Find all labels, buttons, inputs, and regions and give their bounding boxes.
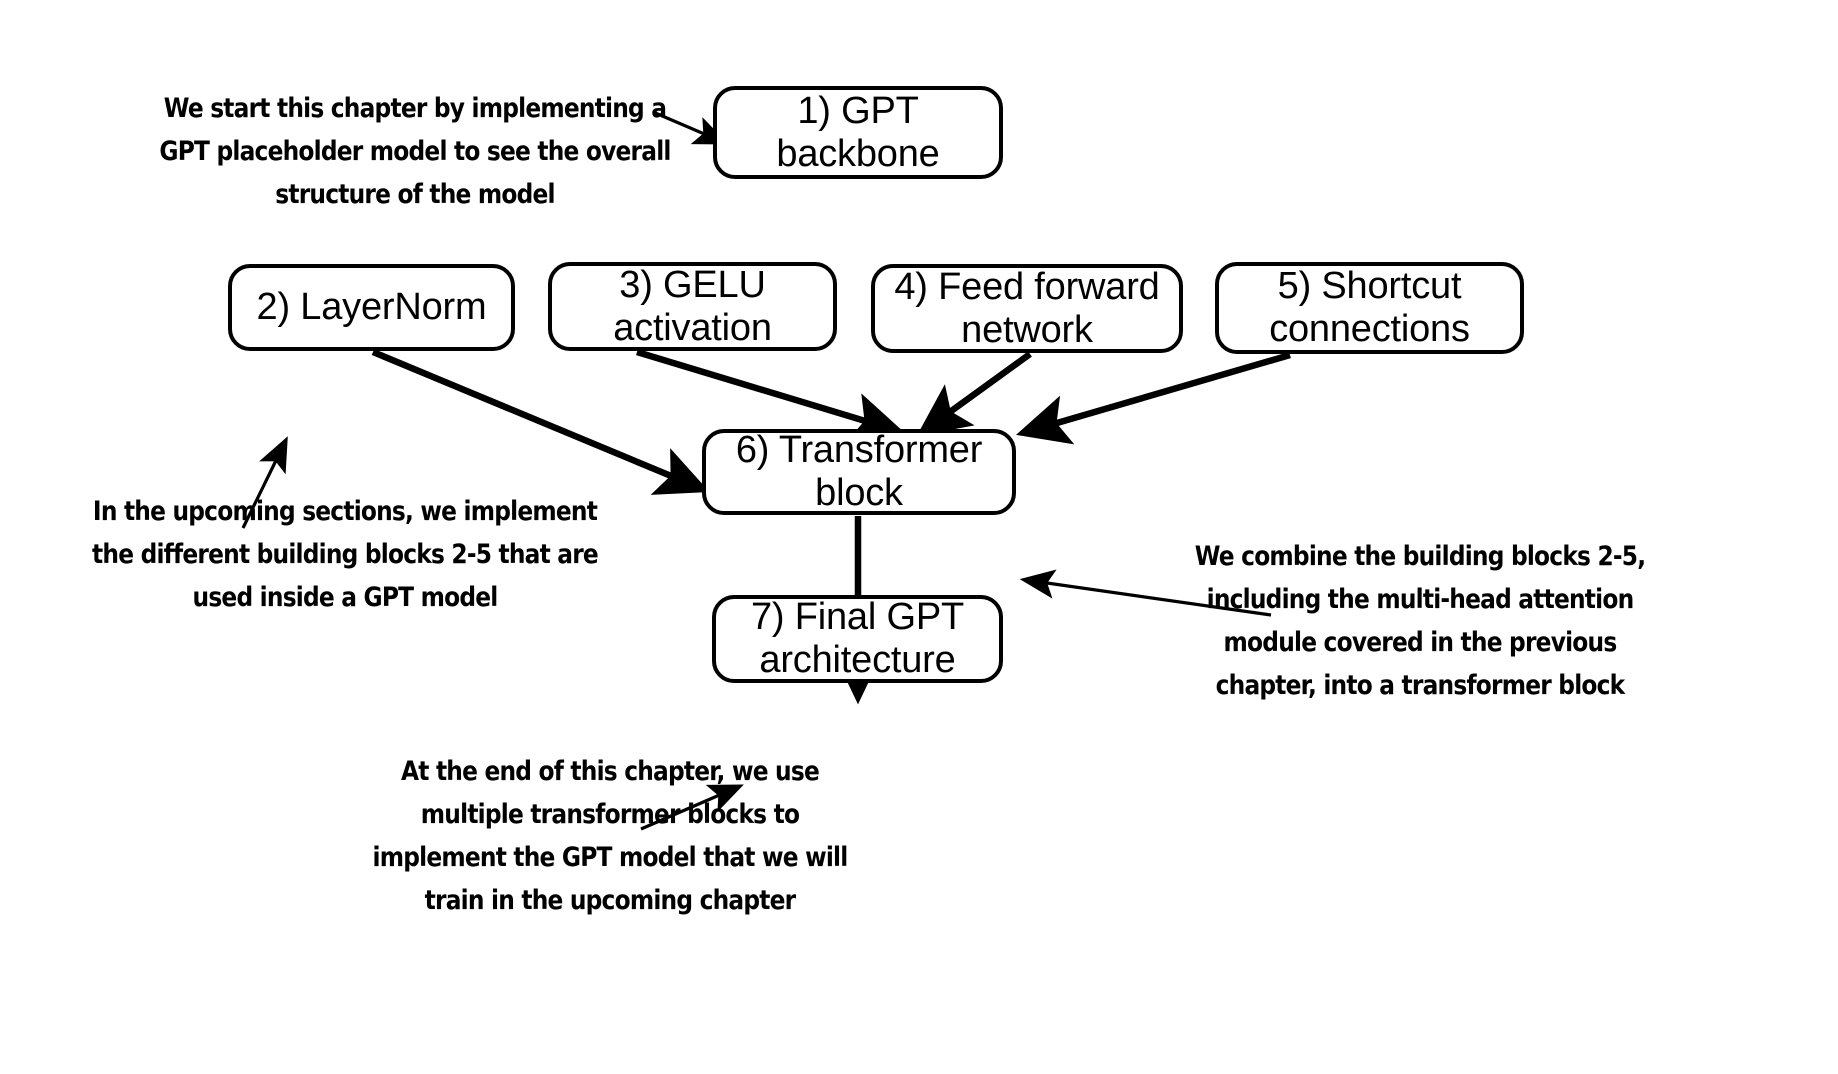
annotation-intro-note-text: We start this chapter by implementing a … [159, 92, 671, 210]
node-shortcut-connections-label: 5) Shortcut connections [1269, 265, 1470, 350]
node-final-gpt-architecture-label: 7) Final GPT architecture [751, 596, 964, 681]
annotation-intro-note: We start this chapter by implementing a … [155, 45, 674, 217]
node-feed-forward-network-label: 4) Feed forward network [894, 265, 1160, 351]
edge-combine-blocks-note-to-transformer-block [1019, 569, 1272, 617]
annotation-building-blocks-note: In the upcoming sections, we implement t… [81, 448, 609, 620]
annotation-end-of-chapter-note: At the end of this chapter, we use multi… [355, 708, 865, 923]
edge-feed-forward-network-to-transformer-block [916, 351, 1032, 437]
edge-gelu-activation-to-transformer-block [636, 348, 905, 442]
edge-building-blocks-note-to-layernorm [241, 436, 288, 529]
edge-layernorm-to-transformer-block [371, 348, 710, 495]
node-final-gpt-architecture[interactable]: 7) Final GPT architecture [712, 595, 1003, 683]
edge-end-of-chapter-note-to-final-gpt-architecture [640, 784, 744, 831]
node-layernorm-label: 2) LayerNorm [256, 286, 487, 329]
annotation-combine-blocks-note-text: We combine the building blocks 2-5, incl… [1194, 540, 1646, 701]
node-gelu-activation[interactable]: 3) GELU activation [548, 262, 837, 351]
node-gpt-backbone-label: 1) GPT backbone [776, 89, 940, 175]
node-transformer-block[interactable]: 6) Transformer block [702, 429, 1016, 515]
node-layernorm[interactable]: 2) LayerNorm [228, 264, 515, 351]
node-feed-forward-network[interactable]: 4) Feed forward network [871, 264, 1183, 353]
annotation-building-blocks-note-text: In the upcoming sections, we implement t… [92, 495, 599, 613]
annotation-end-of-chapter-note-text: At the end of this chapter, we use multi… [372, 755, 849, 916]
edge-intro-note-to-gpt-backbone [652, 110, 729, 145]
annotation-combine-blocks-note: We combine the building blocks 2-5, incl… [1130, 493, 1711, 708]
edge-shortcut-connections-to-transformer-block [1016, 351, 1291, 445]
node-gelu-activation-label: 3) GELU activation [613, 263, 772, 349]
node-gpt-backbone[interactable]: 1) GPT backbone [713, 86, 1003, 179]
node-transformer-block-label: 6) Transformer block [735, 429, 983, 514]
node-shortcut-connections[interactable]: 5) Shortcut connections [1215, 262, 1524, 354]
